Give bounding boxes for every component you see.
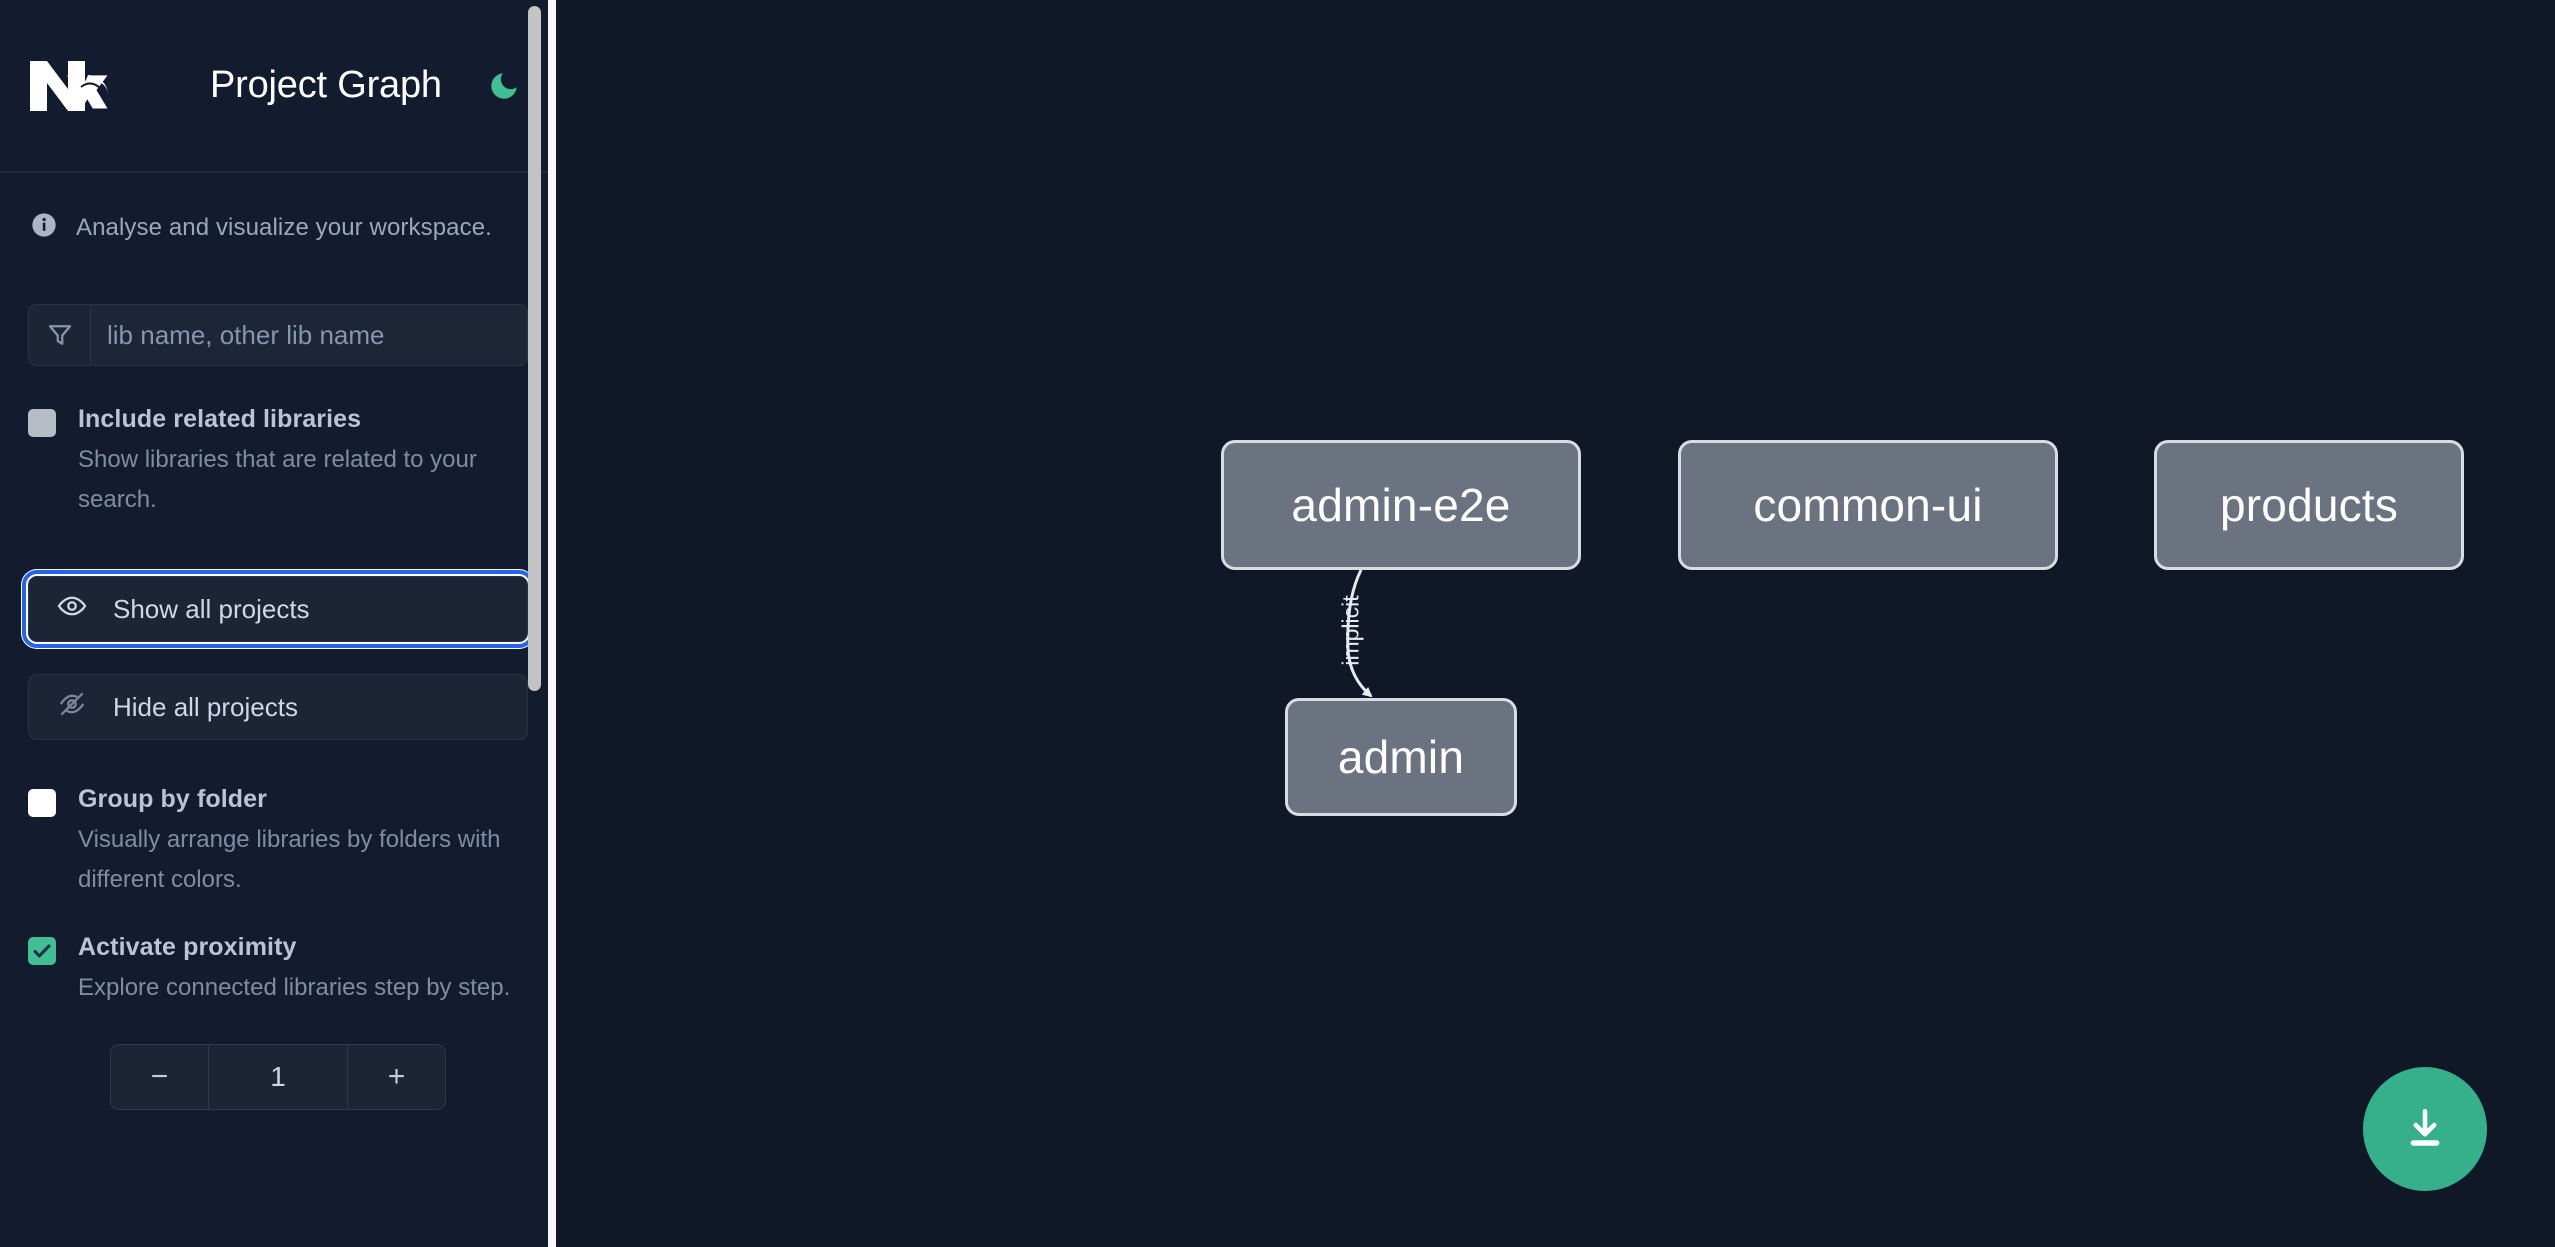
proximity-value: 1 [209,1045,347,1109]
info-icon [30,211,58,244]
show-all-projects-button[interactable]: Show all projects [22,570,534,648]
proximity-increment-button[interactable]: + [347,1045,445,1109]
download-graph-button[interactable] [2363,1067,2487,1191]
graph-node-admin[interactable]: admin [1285,698,1517,816]
sidebar: Project Graph Analyse and visualize your… [0,0,556,1247]
option-activate-proximity[interactable]: Activate proximity Explore connected lib… [28,930,528,1008]
include-related-libraries-checkbox[interactable] [28,409,56,437]
nx-logo [28,55,128,117]
group-by-folder-label: Group by folder [78,785,267,813]
activate-proximity-description: Explore connected libraries step by step… [78,974,511,1001]
eye-icon [57,591,87,628]
hide-all-projects-label: Hide all projects [113,691,298,722]
app-header: Project Graph [0,0,556,173]
option-include-related-libraries[interactable]: Include related libraries Show libraries… [28,402,528,520]
option-group-by-folder[interactable]: Group by folder Visually arrange librari… [28,782,528,900]
hide-all-projects-button[interactable]: Hide all projects [28,674,528,740]
graph-edges [1346,569,1373,698]
download-icon [2400,1103,2450,1156]
proximity-stepper[interactable]: − 1 + [110,1044,446,1110]
search-input[interactable] [91,305,527,365]
moon-icon[interactable] [482,64,526,108]
include-related-libraries-label: Include related libraries [78,405,362,433]
eye-slash-icon [57,689,87,726]
group-by-folder-checkbox[interactable] [28,789,56,817]
edge-label-admin-implicit: implicit [1337,595,1364,666]
activate-proximity-checkbox[interactable] [28,937,56,965]
activate-proximity-label: Activate proximity [78,933,297,961]
sidebar-scrollbar[interactable] [528,0,542,1247]
graph-node-common-ui[interactable]: common-ui [1678,440,2058,570]
sidebar-scrollbar-thumb[interactable] [528,6,541,691]
page-title: Project Graph [210,64,442,106]
search-field[interactable] [28,304,528,366]
graph-canvas[interactable]: implicit implicit admin-e2e common-ui pr… [556,0,2555,1247]
graph-node-products[interactable]: products [2154,440,2464,570]
filter-funnel-icon[interactable] [29,305,91,365]
workspace-info-text: Analyse and visualize your workspace. [76,213,492,241]
proximity-decrement-button[interactable]: − [111,1045,209,1109]
group-by-folder-description: Visually arrange libraries by folders wi… [78,826,501,893]
sidebar-divider [548,0,556,1247]
graph-node-admin-e2e[interactable]: admin-e2e [1221,440,1581,570]
include-related-libraries-description: Show libraries that are related to your … [78,446,477,513]
show-all-projects-label: Show all projects [113,593,310,624]
workspace-info: Analyse and visualize your workspace. [0,173,556,244]
